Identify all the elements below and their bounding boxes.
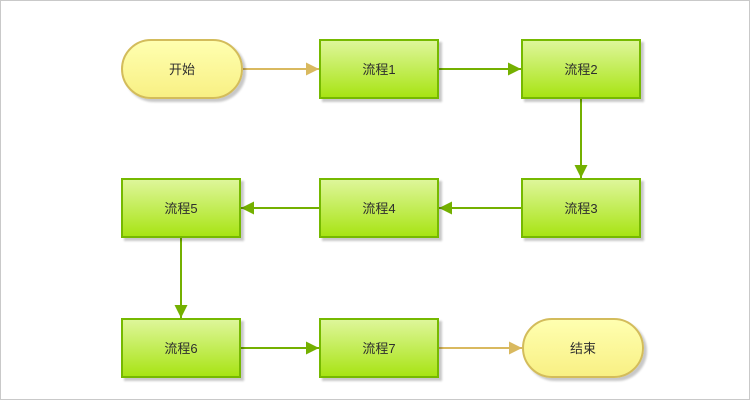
flow-node-process-2-label: 流程2 [564, 61, 598, 77]
flow-node-process-1[interactable]: 流程1 [319, 39, 439, 99]
flow-node-process-3[interactable]: 流程3 [521, 178, 641, 238]
flow-node-process-6-label: 流程6 [164, 340, 198, 356]
flow-node-start[interactable]: 开始 [121, 39, 243, 99]
flow-node-process-5-label: 流程5 [164, 200, 198, 216]
flow-node-process-7-label: 流程7 [362, 340, 396, 356]
flow-node-end[interactable]: 结束 [522, 318, 644, 378]
flow-node-process-5[interactable]: 流程5 [121, 178, 241, 238]
flow-node-process-7[interactable]: 流程7 [319, 318, 439, 378]
flow-node-process-4[interactable]: 流程4 [319, 178, 439, 238]
flow-node-process-2[interactable]: 流程2 [521, 39, 641, 99]
flow-node-process-6[interactable]: 流程6 [121, 318, 241, 378]
flow-node-process-1-label: 流程1 [362, 61, 396, 77]
flow-node-process-4-label: 流程4 [362, 200, 396, 216]
flow-node-end-label: 结束 [569, 340, 596, 356]
flow-node-process-3-label: 流程3 [564, 200, 598, 216]
flow-node-start-label: 开始 [168, 61, 195, 77]
